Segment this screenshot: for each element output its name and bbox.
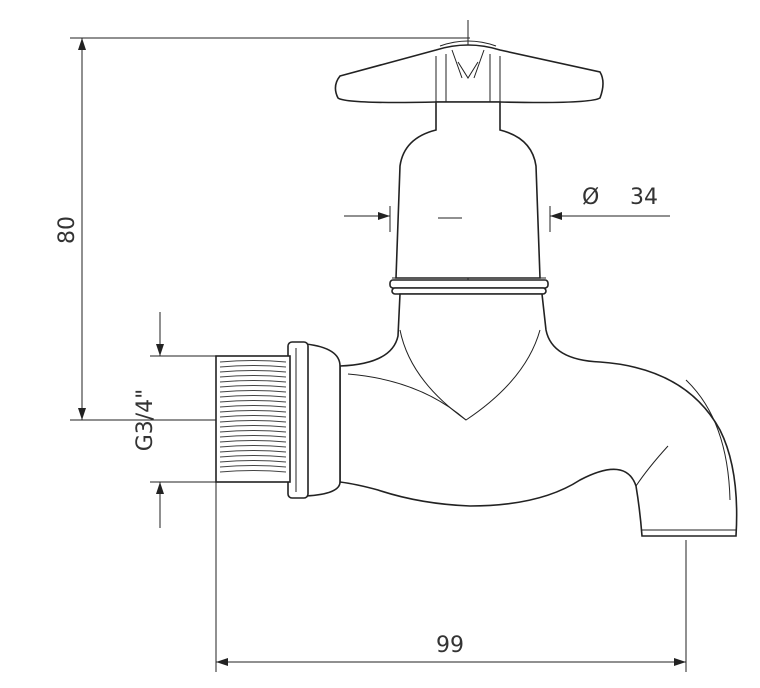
- thread-ridge: [219, 360, 287, 363]
- thread-ridge: [219, 395, 287, 398]
- thread-dimension: G3/4": [133, 312, 216, 528]
- length-label: 99: [436, 633, 464, 658]
- valve-body: [339, 293, 738, 537]
- thread-ridge: [219, 450, 287, 453]
- diameter-dimension: Ø 34: [344, 185, 670, 232]
- thread-ridge: [219, 420, 287, 423]
- thread-ridge: [219, 385, 287, 388]
- handle: [334, 40, 604, 104]
- thread-ridge: [219, 465, 287, 468]
- thread-ridge: [219, 440, 287, 443]
- thread-ridge: [219, 415, 287, 418]
- thread-ridge: [219, 430, 287, 433]
- thread-ridge: [219, 370, 287, 373]
- thread-ridge: [219, 425, 287, 428]
- height-dimension: 80: [55, 37, 470, 420]
- thread-label: G3/4": [133, 389, 158, 452]
- thread-ridge: [219, 390, 287, 393]
- thread-ridge: [219, 400, 287, 403]
- thread-ridge: [219, 470, 287, 473]
- flange: [287, 341, 341, 499]
- thread-ridge: [219, 460, 287, 463]
- height-label: 80: [55, 216, 80, 244]
- thread-ridge: [219, 380, 287, 383]
- thread-ridge: [219, 445, 287, 448]
- thread-ridge: [219, 375, 287, 378]
- diameter-value: 34: [630, 185, 658, 210]
- thread-ridge: [219, 365, 287, 368]
- thread-ridge: [219, 455, 287, 458]
- bonnet: [389, 101, 549, 307]
- thread-ridge: [219, 435, 287, 438]
- thread-ridge: [219, 410, 287, 413]
- thread-connector: [215, 355, 291, 483]
- thread-ridge: [219, 405, 287, 408]
- diameter-symbol: Ø: [582, 185, 599, 210]
- length-dimension: 99: [215, 482, 687, 672]
